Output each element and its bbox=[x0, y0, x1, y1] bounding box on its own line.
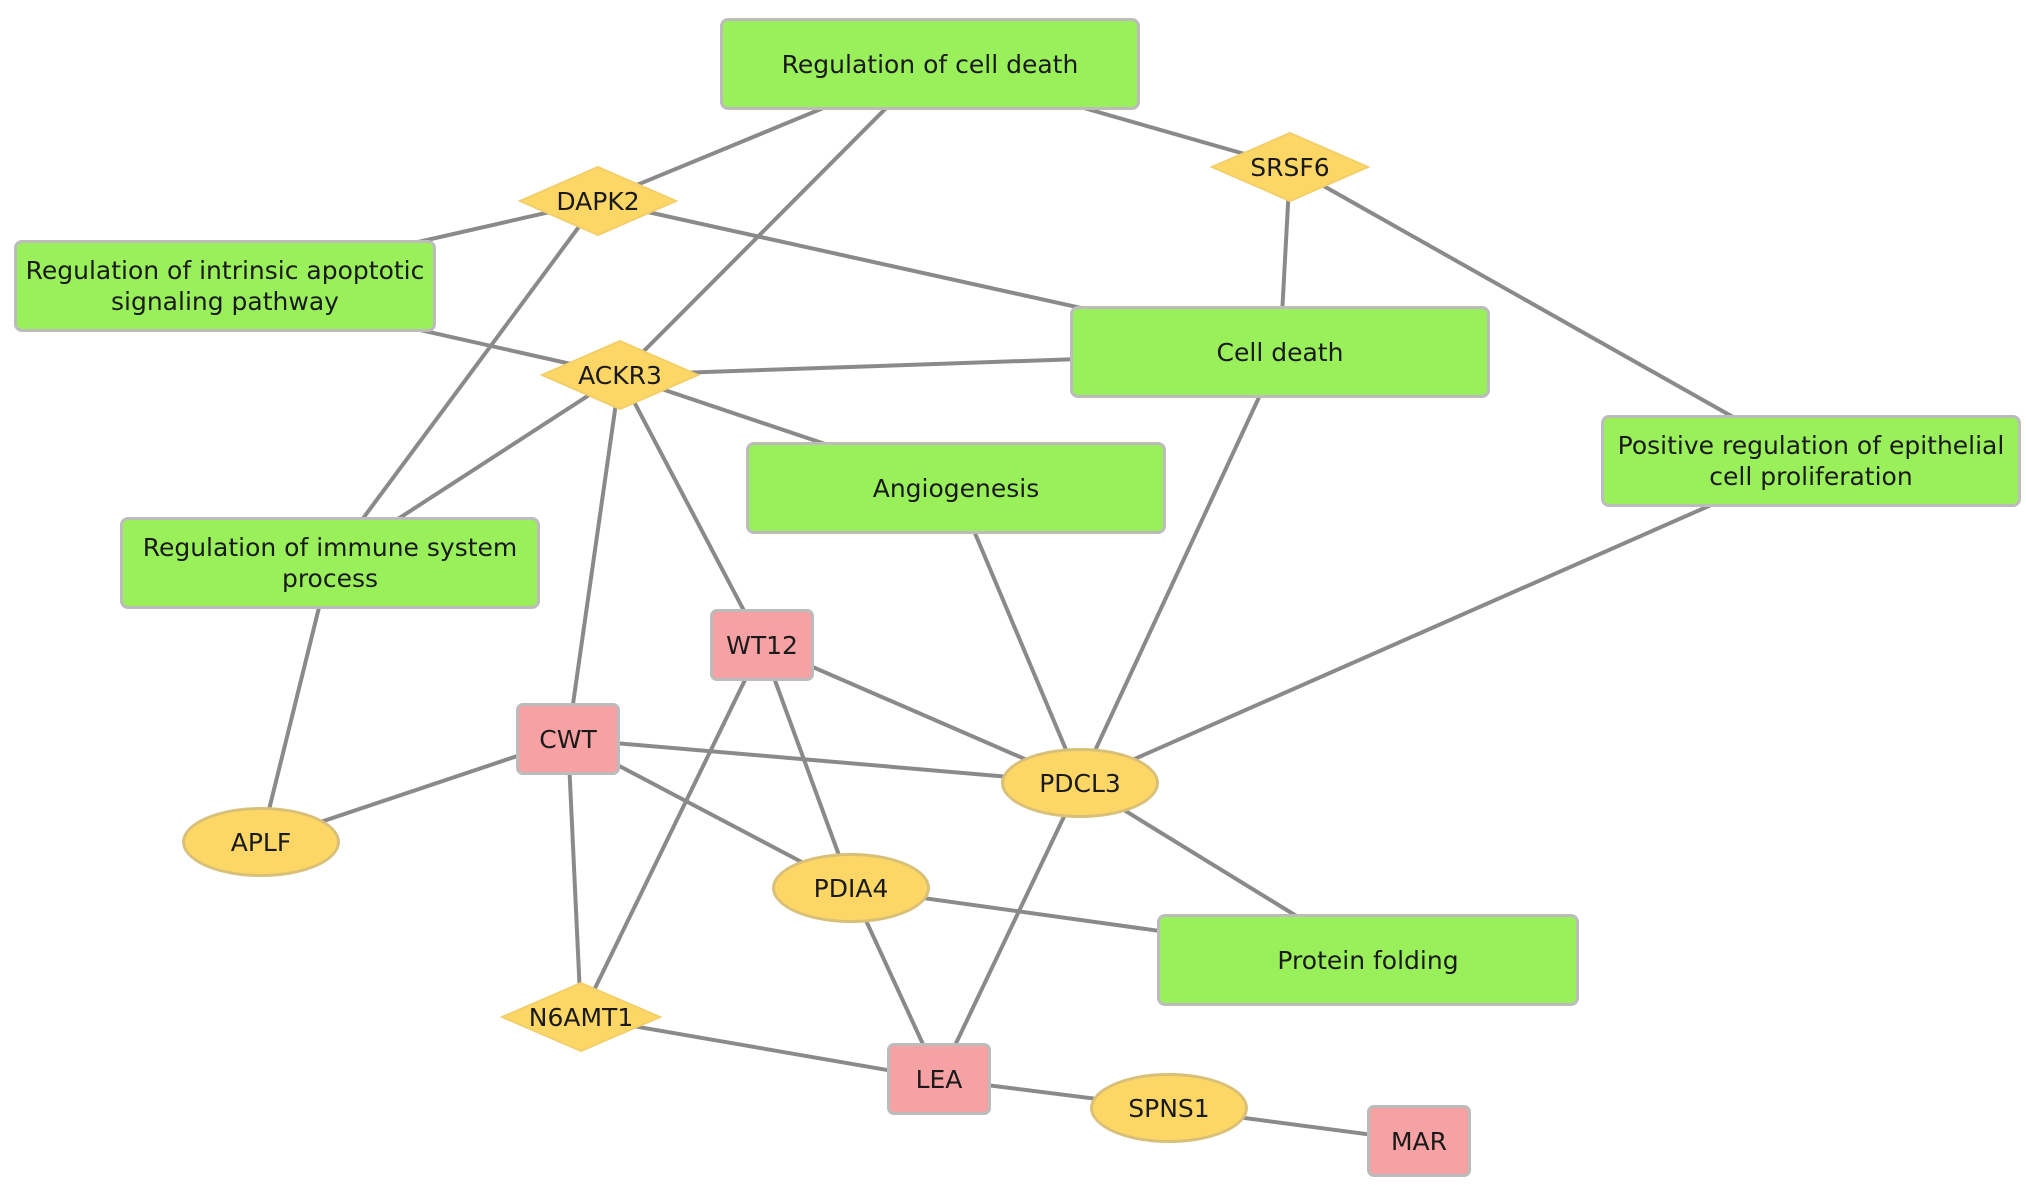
term-node-label: Regulation of immune system process bbox=[142, 533, 518, 593]
diamond-shape bbox=[517, 165, 679, 237]
gene-node-label: MAR bbox=[1390, 1126, 1448, 1156]
gene-node-n6amt1[interactable]: N6AMT1 bbox=[499, 981, 663, 1053]
edge-pdcl3-lea bbox=[937, 782, 1082, 1080]
term-node-label: Angiogenesis bbox=[872, 473, 1040, 503]
term-node-label: Regulation of cell death bbox=[781, 49, 1079, 79]
edge-cwt-n6amt1 bbox=[566, 738, 583, 1018]
gene-node-label: PDIA4 bbox=[813, 873, 889, 903]
gene-node-label: APLF bbox=[230, 827, 292, 857]
edge-reg_immune-aplf bbox=[259, 562, 332, 843]
edge-ackr3-cwt bbox=[566, 374, 622, 740]
term-node-label: Positive regulation of epithelial cell p… bbox=[1617, 431, 2005, 491]
gene-node-srsf6[interactable]: SRSF6 bbox=[1209, 131, 1371, 203]
gene-node-label: DAPK2 bbox=[556, 186, 640, 216]
term-node-protein-folding[interactable]: Protein folding bbox=[1157, 914, 1579, 1006]
term-node-regulation-of-immune-system-process[interactable]: Regulation of immune system process bbox=[120, 517, 540, 609]
gene-node-label: CWT bbox=[539, 724, 597, 754]
gene-node-ackr3[interactable]: ACKR3 bbox=[539, 339, 701, 411]
edge-dapk2-reg_immune bbox=[328, 199, 600, 565]
gene-node-label: N6AMT1 bbox=[528, 1002, 634, 1032]
edge-angiogenesis-pdcl3 bbox=[954, 487, 1082, 784]
edge-reg_cell_death-ackr3 bbox=[618, 62, 932, 377]
gene-node-cwt[interactable]: CWT bbox=[516, 703, 620, 775]
term-node-cell-death[interactable]: Cell death bbox=[1070, 306, 1490, 398]
edge-cell_death-pdcl3 bbox=[1078, 351, 1282, 784]
term-node-regulation-of-intrinsic-apoptotic-signaling[interactable]: Regulation of intrinsic apoptotic signal… bbox=[14, 240, 436, 332]
term-node-angiogenesis[interactable]: Angiogenesis bbox=[746, 442, 1166, 534]
gene-node-dapk2[interactable]: DAPK2 bbox=[517, 165, 679, 237]
gene-node-label: WT12 bbox=[726, 630, 798, 660]
diamond-shape bbox=[539, 339, 701, 411]
edge-srsf6-pos_reg_epithelial bbox=[1289, 165, 1812, 463]
gene-node-label: LEA bbox=[915, 1064, 963, 1094]
edge-wt12-n6amt1 bbox=[579, 644, 764, 1018]
term-node-label: Cell death bbox=[1216, 337, 1344, 367]
edge-wt12-pdia4 bbox=[760, 644, 853, 889]
term-node-regulation-of-cell-death[interactable]: Regulation of cell death bbox=[720, 18, 1140, 110]
gene-node-label: ACKR3 bbox=[578, 360, 662, 390]
gene-node-spns1[interactable]: SPNS1 bbox=[1090, 1073, 1248, 1143]
edge-ackr3-wt12 bbox=[618, 374, 764, 646]
gene-node-label: SRSF6 bbox=[1250, 152, 1330, 182]
edge-pos_reg_epithelial-pdcl3 bbox=[1079, 459, 1812, 785]
gene-node-mar[interactable]: MAR bbox=[1367, 1105, 1471, 1177]
term-node-positive-regulation-of-epithelial-cell-proliferation[interactable]: Positive regulation of epithelial cell p… bbox=[1601, 415, 2021, 507]
term-node-label: Protein folding bbox=[1277, 945, 1459, 975]
gene-node-label: SPNS1 bbox=[1128, 1093, 1210, 1123]
gene-node-wt12[interactable]: WT12 bbox=[710, 609, 814, 681]
term-node-label: Regulation of intrinsic apoptotic signal… bbox=[25, 256, 425, 316]
edge-n6amt1-lea bbox=[580, 1015, 940, 1081]
gene-node-pdcl3[interactable]: PDCL3 bbox=[1001, 748, 1159, 818]
edge-cwt-pdcl3 bbox=[567, 737, 1081, 785]
gene-node-label: PDCL3 bbox=[1039, 768, 1121, 798]
gene-node-aplf[interactable]: APLF bbox=[182, 807, 340, 877]
diamond-shape bbox=[1209, 131, 1371, 203]
gene-node-pdia4[interactable]: PDIA4 bbox=[772, 853, 930, 923]
gene-node-lea[interactable]: LEA bbox=[887, 1043, 991, 1115]
diamond-shape bbox=[499, 981, 663, 1053]
